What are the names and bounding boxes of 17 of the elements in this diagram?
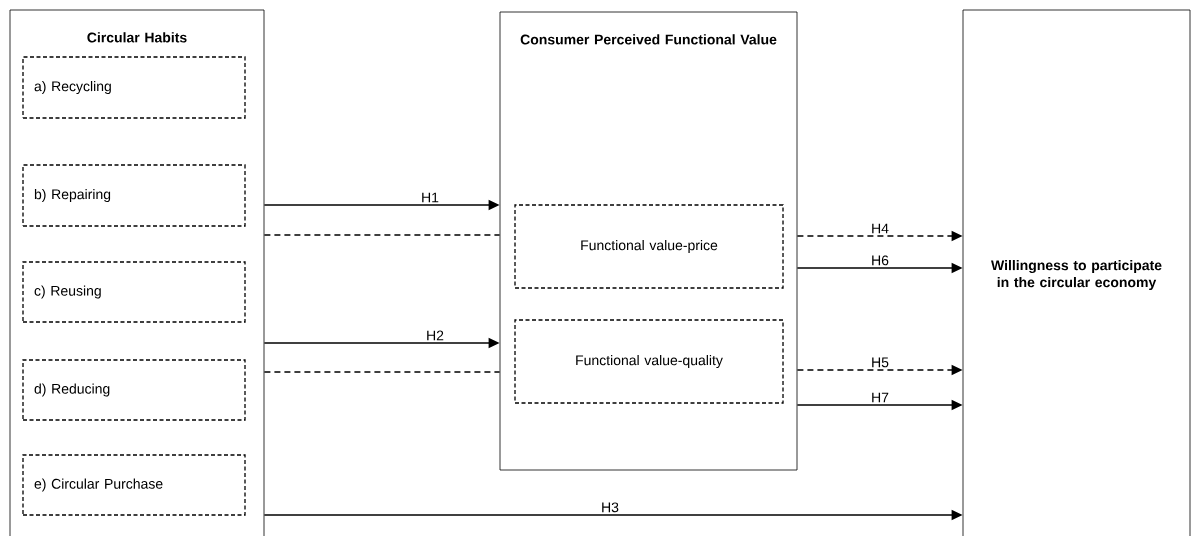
dashed-box: d) Reducing	[22, 359, 246, 421]
panel-box: Willingness to participate in the circular economy	[962, 9, 1191, 536]
dashed-box: a) Recycling	[22, 56, 246, 119]
panel-title: Circular Habits	[87, 32, 187, 43]
edge-label: H4	[870, 223, 890, 234]
edge-label: H6	[870, 254, 890, 266]
edge-label: H5	[870, 357, 890, 368]
edge-label: H3	[600, 501, 620, 513]
edge-label: H1	[420, 192, 440, 203]
panel-title: Consumer Perceived Functional Value	[520, 34, 777, 45]
dashed-box: b) Repairing	[22, 164, 246, 227]
dashed-box: e) Circular Purchase	[22, 454, 246, 516]
dashed-box: Functional value-quality	[514, 319, 784, 404]
edge-label: H2	[425, 330, 445, 341]
dashed-box: Functional value-price	[514, 204, 784, 289]
edge-label: H7	[870, 392, 890, 403]
dashed-box: c) Reusing	[22, 261, 246, 323]
